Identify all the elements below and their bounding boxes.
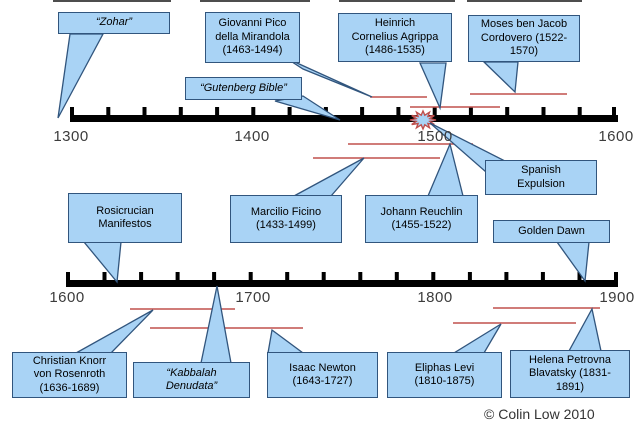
callout-kabbalah-denudata: “Kabbalah Denudata”	[133, 362, 250, 398]
callout-cordovero: Moses ben Jacob Cordovero (1522- 1570)	[468, 15, 580, 62]
bottom-year-1900: 1900	[599, 289, 635, 306]
bottom-year-1800: 1800	[417, 289, 453, 306]
starburst-1492-icon	[409, 109, 437, 131]
callout-tails	[57, 33, 602, 364]
top-year-1400: 1400	[234, 128, 270, 145]
callout-ficino: Marcilio Ficino (1433-1499)	[230, 195, 342, 243]
lifespan-lines	[130, 93, 600, 329]
callout-tail-zohar	[57, 33, 105, 119]
callout-pico: Giovanni Pico della Mirandola (1463-1494…	[205, 12, 300, 63]
callout-tail-cordovero	[482, 61, 519, 94]
callout-tail-levi	[451, 323, 502, 354]
callout-spanish-expulsion: Spanish Expulsion	[485, 160, 597, 195]
callout-gutenberg: “Gutenberg Bible”	[185, 77, 302, 100]
callout-reuchlin: Johann Reuchlin (1455-1522)	[365, 195, 478, 243]
top-cropped-segments	[53, 0, 582, 2]
callout-tail-agrippa	[418, 62, 447, 111]
callout-newton: Isaac Newton (1643-1727)	[267, 352, 378, 398]
bottom-timeline-bar	[66, 272, 618, 287]
callout-tail-newton	[267, 328, 305, 354]
callout-rosicrucian: Rosicrucian Manifestos	[68, 193, 182, 243]
callout-golden-dawn: Golden Dawn	[493, 220, 610, 243]
callout-tail-reuchlin	[427, 141, 464, 197]
top-year-1300: 1300	[53, 128, 89, 145]
callout-tail-golden-dawn	[555, 241, 590, 283]
callout-agrippa: Heinrich Cornelius Agrippa (1486-1535)	[338, 13, 452, 62]
top-year-1600: 1600	[598, 128, 634, 145]
top-year-1500: 1500	[417, 128, 453, 145]
copyright-notice: © Colin Low 2010	[484, 406, 595, 422]
callout-tail-ficino	[293, 157, 365, 197]
bottom-year-1600: 1600	[49, 289, 85, 306]
callout-zohar: “Zohar”	[58, 12, 170, 34]
bottom-year-1700: 1700	[235, 289, 271, 306]
top-timeline-bar	[70, 107, 618, 122]
callout-tail-pico	[285, 57, 373, 98]
callout-levi: Eliphas Levi (1810-1875)	[387, 352, 502, 398]
callout-tail-blavatsky	[567, 307, 602, 352]
callout-blavatsky: Helena Petrovna Blavatsky (1831- 1891)	[510, 350, 630, 398]
callout-tail-knorr	[73, 309, 154, 354]
callout-tail-denudata	[200, 285, 232, 364]
callout-knorr: Christian Knorr von Rosenroth (1636-1689…	[12, 352, 127, 398]
